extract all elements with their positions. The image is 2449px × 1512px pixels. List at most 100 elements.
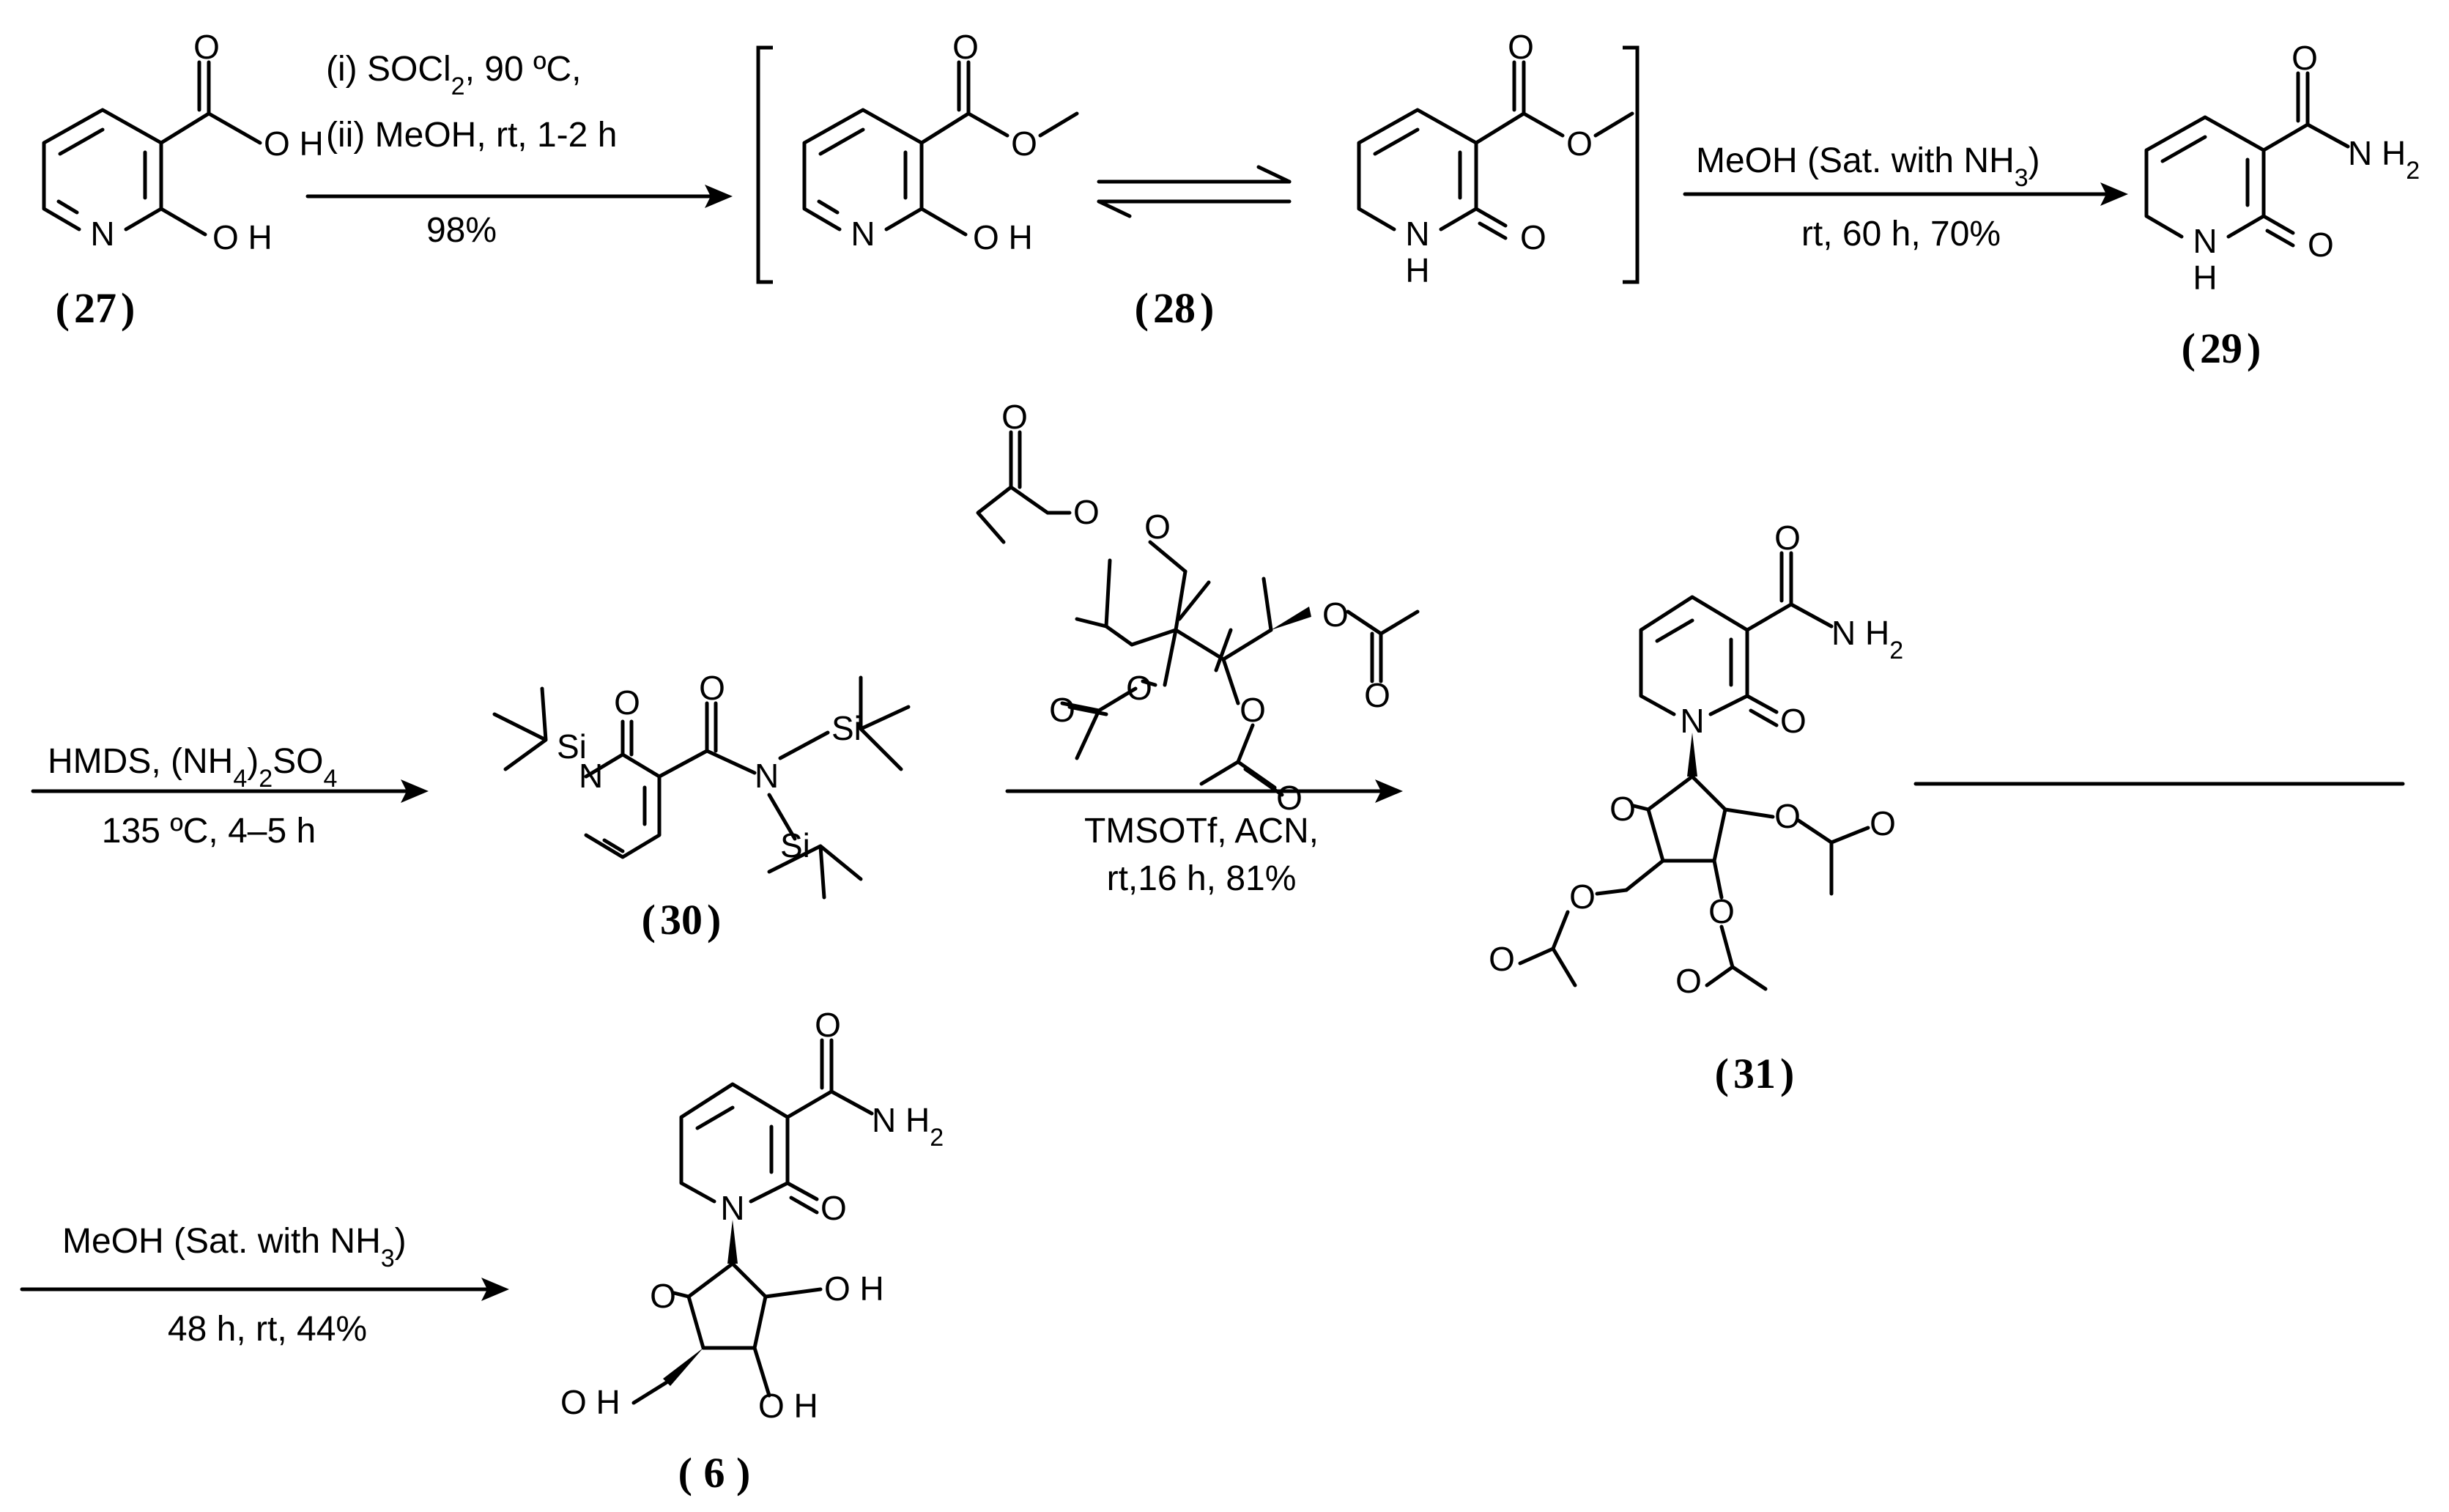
compound-paren: ( (56, 284, 70, 332)
step-5-condition-1: MeOH (Sat. with NH3) (62, 1222, 407, 1272)
atom-label: O (1276, 779, 1303, 817)
atom-label: Si (780, 826, 810, 864)
atom-label: O (1489, 940, 1515, 978)
atom-label: H (2193, 259, 2217, 297)
atom-label: O (1364, 676, 1390, 714)
step-4: TMSOTf, ACN, rt,16 h, 81% (1005, 779, 1403, 898)
bracket-right (1623, 45, 1640, 284)
atom-label: N (579, 757, 603, 795)
atom-label: O (1569, 878, 1596, 916)
equilibrium-arrows (1097, 165, 1292, 218)
atom-label: Si (831, 709, 862, 747)
atom-label: O (1001, 398, 1028, 436)
compound-paren: ) (1200, 284, 1214, 332)
atom-label: O (1870, 804, 1896, 842)
atom-label: O (1322, 596, 1349, 634)
compound-label-6: 6 (704, 1449, 725, 1497)
compound-paren: ) (121, 284, 135, 332)
compound-paren: ( (2182, 325, 2196, 372)
compound-paren: ) (1780, 1050, 1794, 1097)
atom-label: N (851, 215, 875, 253)
atom-label: O (1774, 519, 1801, 557)
step-4-condition-2: rt,16 h, 81% (1107, 859, 1297, 898)
compound-label-31: 31 (1733, 1050, 1776, 1097)
compound-27-structure: N O O H O H (42, 28, 324, 256)
atom-label: O (1566, 125, 1593, 163)
arrow-head (2100, 182, 2128, 206)
atom-label: O (650, 1277, 676, 1315)
compound-paren: ) (707, 896, 721, 944)
atom-label: O (1675, 962, 1702, 1000)
atom-label: O (815, 1006, 841, 1044)
compound-6-structure: N O N H2 O O O H O H O H (560, 1006, 944, 1425)
compound-28-keto-structure: N H O O O (1357, 28, 1634, 289)
atom-label: O (2291, 39, 2318, 77)
atom-label: N H2 (872, 1101, 944, 1152)
arrow-head (481, 1278, 509, 1301)
compound-label-28: 28 (1153, 284, 1196, 332)
compound-paren: ( (1715, 1050, 1729, 1097)
step-2-condition-2: rt, 60 h, 70% (1801, 215, 2001, 253)
atom-label: N (755, 757, 779, 795)
atom-label: N (1680, 702, 1704, 740)
atom-label: N H2 (2348, 134, 2420, 185)
atom-label: O (952, 28, 979, 66)
compound-paren: ( (678, 1449, 692, 1497)
step-4-condition-1: TMSOTf, ACN, (1084, 812, 1319, 850)
atom-label: O H (560, 1383, 620, 1421)
atom-label: O (820, 1189, 847, 1227)
step-5: MeOH (Sat. with NH3) 48 h, rt, 44% (20, 1222, 509, 1349)
atom-label: O H (264, 125, 324, 163)
compound-paren: ( (1135, 284, 1149, 332)
compound-31-structure: N O N H2 O O O O O O O O (1489, 519, 1903, 1000)
atom-label: O (699, 669, 725, 707)
atom-label: N H2 (1831, 614, 1903, 664)
compound-28-enol-structure: N O O O H (802, 28, 1079, 256)
step-1-condition-1: (i) SOCl2, 90 ºC, (326, 50, 582, 100)
step-3-condition-1: HMDS, (NH4)2SO4 (48, 742, 337, 793)
atom-label: O (1520, 218, 1546, 256)
atom-label: N (90, 215, 114, 253)
compound-label-29: 29 (2200, 325, 2242, 372)
atom-label: O (1049, 691, 1075, 729)
compound-30-structure: Si N O O N Si Si (492, 669, 911, 900)
arrow-head (401, 779, 429, 803)
atom-label: O (1073, 493, 1100, 531)
atom-label: O (1011, 125, 1037, 163)
atom-label: O (1240, 691, 1266, 729)
atom-label: O (2308, 226, 2334, 264)
step-3: HMDS, (NH4)2SO4 135 ºC, 4–5 h (31, 742, 429, 850)
atom-label: O (1774, 797, 1801, 835)
atom-label: N (2193, 222, 2217, 260)
atom-label: H (1405, 251, 1429, 289)
bracket-left (756, 45, 773, 284)
compound-paren: ( (642, 896, 656, 944)
atom-label: O (1508, 28, 1534, 66)
step-2-condition-1: MeOH (Sat. with NH3) (1696, 141, 2040, 192)
atom-label: N (1405, 215, 1429, 253)
atom-label: Si (557, 727, 587, 766)
atom-label: O (1780, 702, 1807, 740)
atom-label: O H (973, 218, 1033, 256)
atom-label: O H (758, 1387, 818, 1425)
atom-label: O (1609, 790, 1636, 828)
step-1-yield: 98% (426, 211, 497, 250)
step-2: MeOH (Sat. with NH3) rt, 60 h, 70% (1683, 141, 2128, 253)
atom-label: O H (212, 218, 273, 256)
atom-label: O H (824, 1270, 884, 1308)
atom-label: O (1708, 892, 1735, 930)
compound-paren: ) (2247, 325, 2261, 372)
atom-label: O (193, 28, 220, 66)
step-1: (i) SOCl2, 90 ºC, (ii) MeOH, rt, 1-2 h 9… (305, 50, 733, 250)
atom-label: N (720, 1189, 744, 1227)
atom-label: O (1126, 669, 1152, 707)
step-5-condition-2: 48 h, rt, 44% (168, 1310, 367, 1349)
compound-label-27: 27 (74, 284, 116, 332)
compound-29-structure: N H O N H2 O (2144, 39, 2420, 297)
arrow-head (705, 185, 733, 208)
arrow-head (1375, 779, 1403, 803)
atom-label: O (614, 683, 640, 722)
tetraacetyl-ribose-structure: O O O O O O O O O (976, 398, 1420, 817)
compound-label-30: 30 (660, 896, 703, 944)
